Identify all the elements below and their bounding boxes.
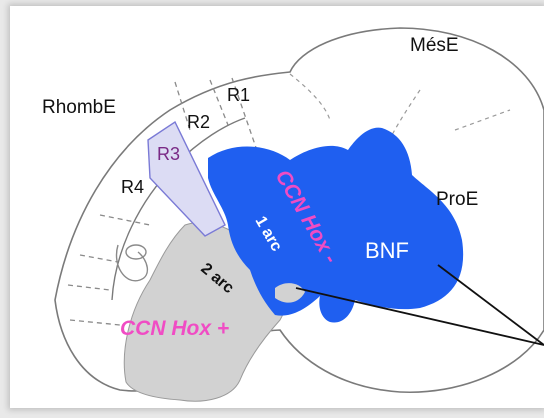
label-rhombe: RhombE <box>42 97 116 118</box>
label-bnf: BNF <box>365 238 409 263</box>
label-r4: R4 <box>121 177 144 197</box>
brain-boundaries <box>289 73 511 136</box>
embryo-diagram: MésE RhombE R1 R2 R3 R4 ProE BNF CCN Hox… <box>42 27 544 402</box>
label-mese: MésE <box>410 35 459 56</box>
pointer-lines <box>295 264 544 346</box>
neural-crest-region <box>208 127 464 323</box>
label-ccn-hox-plus: CCN Hox + <box>120 317 229 340</box>
label-r1: R1 <box>227 85 250 105</box>
figure-frame: MésE RhombE R1 R2 R3 R4 ProE BNF CCN Hox… <box>10 6 544 408</box>
label-r2: R2 <box>187 112 210 132</box>
label-r3: R3 <box>157 144 180 164</box>
label-proe: ProE <box>436 189 478 210</box>
r3-segment <box>147 120 226 237</box>
otic-vesicle <box>115 244 148 282</box>
